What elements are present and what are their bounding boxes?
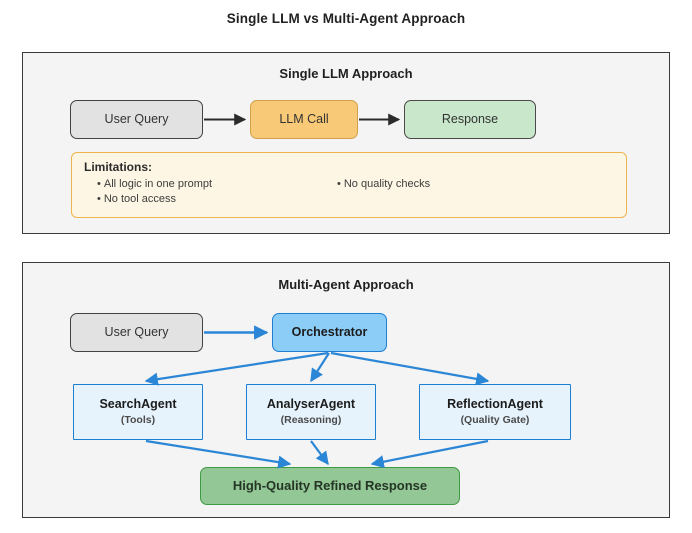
node-response-label: Response — [441, 112, 499, 126]
node-response[interactable]: Response — [404, 100, 536, 139]
node-llm-call[interactable]: LLM Call — [250, 100, 358, 139]
bullet-glyph: • — [97, 178, 101, 190]
node-analyser-agent[interactable]: AnalyserAgent (Reasoning) — [246, 384, 376, 440]
node-analyser-agent-label: AnalyserAgent — [266, 397, 356, 412]
node-final-response[interactable]: High-Quality Refined Response — [200, 467, 460, 505]
node-final-response-label: High-Quality Refined Response — [232, 478, 428, 494]
node-reflection-agent-label: ReflectionAgent — [447, 397, 543, 412]
node-orchestrator-label: Orchestrator — [291, 325, 368, 339]
single-llm-panel-title: Single LLM Approach — [279, 66, 413, 81]
limitation-item: •No tool access — [97, 192, 212, 207]
node-search-agent-label: SearchAgent — [99, 397, 177, 412]
node-user-query-single[interactable]: User Query — [70, 100, 203, 139]
limitation-item: •All logic in one prompt — [97, 177, 212, 192]
node-orchestrator[interactable]: Orchestrator — [272, 313, 387, 352]
limitations-column-right: •No quality checks — [337, 177, 430, 192]
node-reflection-agent-role: (Quality Gate) — [460, 414, 530, 427]
node-llm-call-label: LLM Call — [279, 112, 329, 126]
node-analyser-agent-role: (Reasoning) — [280, 414, 342, 427]
multi-agent-panel-title: Multi-Agent Approach — [278, 277, 414, 292]
limitation-item: •No quality checks — [337, 177, 430, 192]
limitations-box: Limitations: •All logic in one prompt •N… — [71, 152, 627, 218]
node-search-agent[interactable]: SearchAgent (Tools) — [73, 384, 203, 440]
limitation-item-label: No tool access — [103, 193, 177, 206]
node-user-query-multi[interactable]: User Query — [70, 313, 203, 352]
node-reflection-agent[interactable]: ReflectionAgent (Quality Gate) — [419, 384, 571, 440]
bullet-glyph: • — [337, 178, 341, 190]
limitation-item-label: All logic in one prompt — [103, 178, 213, 190]
limitations-heading: Limitations: — [84, 160, 152, 174]
limitation-item-label: No quality checks — [343, 178, 431, 190]
limitations-column-left: •All logic in one prompt •No tool access — [97, 177, 212, 207]
figure-title: Single LLM vs Multi-Agent Approach — [226, 11, 466, 26]
node-search-agent-role: (Tools) — [120, 414, 156, 427]
node-user-query-single-label: User Query — [104, 112, 169, 126]
bullet-glyph: • — [97, 193, 101, 206]
node-user-query-multi-label: User Query — [104, 325, 169, 339]
